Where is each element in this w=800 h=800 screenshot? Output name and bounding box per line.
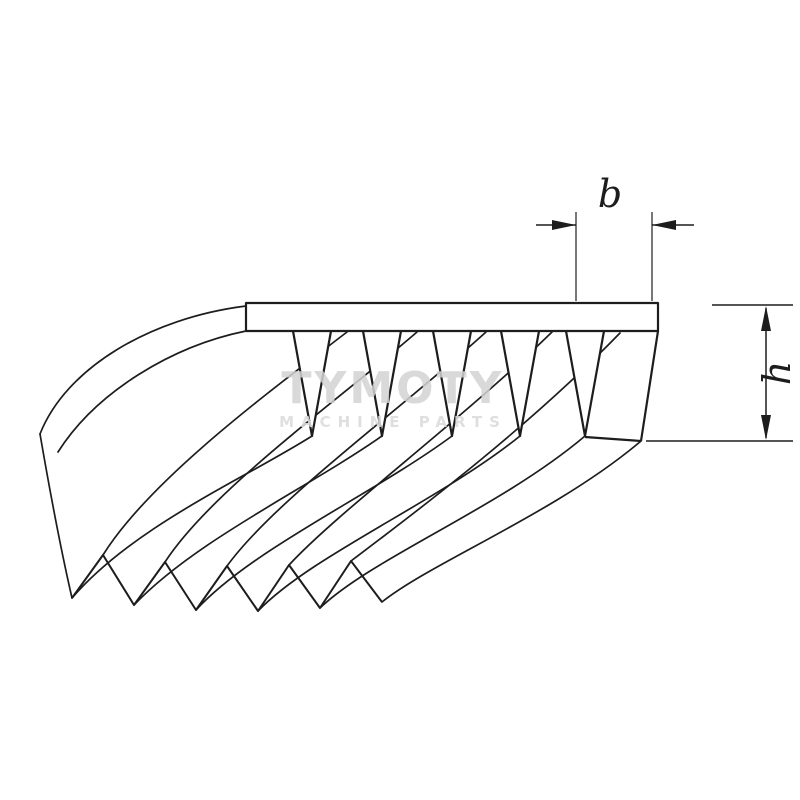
rib-ridge-curve-5 [319, 435, 586, 609]
belt-back-inner-curve [57, 330, 247, 453]
hatched-top-band [244, 301, 660, 333]
rib-ridge-curve-6 [381, 440, 642, 603]
rib-tooth-1 [291, 330, 333, 438]
rib-ridge-curve-4 [257, 435, 521, 612]
rib-tips-zigzag [71, 554, 383, 612]
top-band-backing [246, 303, 658, 331]
watermark: TYMOTY MACHINE PARTS [279, 363, 507, 431]
rib-tooth-2 [361, 330, 403, 438]
rib-ridge-curve-3 [195, 435, 453, 611]
dimension-b-arrow-left [552, 220, 576, 230]
rib-tooth-4 [499, 330, 541, 438]
rib-tooth-3 [431, 330, 473, 438]
belt-length-curves [39, 305, 642, 612]
belt-end-left-edge [39, 433, 73, 599]
dimension-b-arrow-right [652, 220, 676, 230]
rib-ridge-curve-1 [71, 435, 313, 599]
watermark-tagline-text: MACHINE PARTS [279, 413, 507, 431]
belt-end-face [71, 554, 383, 612]
rib-tooth-5 [564, 330, 606, 438]
dimension-h-arrow-down [761, 415, 771, 440]
belt-right-cut-edge [639, 330, 660, 442]
rib-ridge-curve-2 [133, 435, 383, 606]
dimension-h-arrow-up [761, 306, 771, 331]
dimension-b: b [536, 172, 694, 301]
dimension-h-label: h [755, 361, 799, 385]
dimension-h: h [646, 304, 799, 442]
belt-back-outer-curve [39, 305, 247, 435]
dimension-b-label: b [598, 172, 622, 216]
belt-bottom-right-edge [584, 435, 642, 443]
belt-cross-section [244, 301, 660, 443]
watermark-brand-text: TYMOTY [282, 363, 505, 414]
